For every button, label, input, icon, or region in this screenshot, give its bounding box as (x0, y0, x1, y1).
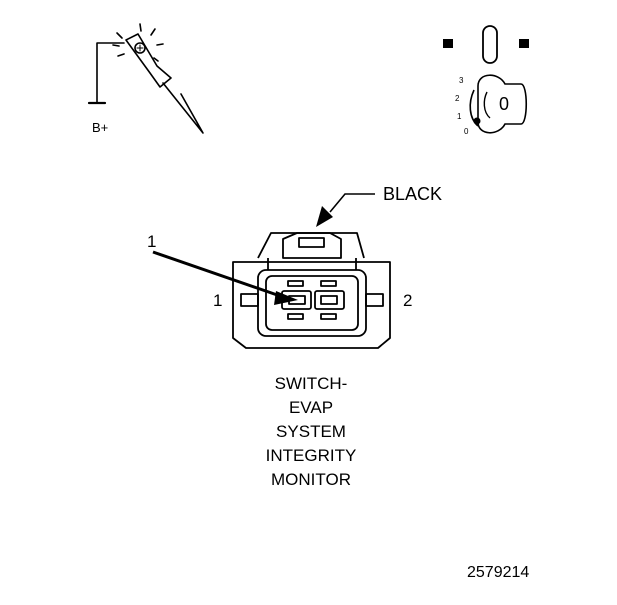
test-light-probe-icon (87, 23, 204, 134)
caption-line: SYSTEM (276, 422, 346, 441)
pin-callout-label: 1 (147, 232, 157, 251)
ignition-switch-icon (443, 25, 529, 134)
figure-number: 2579214 (467, 564, 530, 581)
pin-callout-leader-line (152, 250, 298, 305)
battery-supply-label: B+ (92, 120, 109, 135)
ignition-position-2: 2 (455, 94, 460, 103)
connector-housing (232, 232, 391, 349)
ignition-position-3: 3 (459, 76, 464, 85)
caption-line: EVAP (288, 398, 334, 417)
caption-line: INTEGRITY (265, 446, 357, 465)
caption-line: SWITCH- (274, 374, 348, 393)
color-leader-line (316, 193, 375, 227)
ignition-position-1: 1 (457, 112, 462, 121)
connector-color-label: BLACK (383, 184, 443, 204)
pin-2-label: 2 (403, 291, 413, 310)
ignition-position-0: 0 (464, 127, 469, 136)
caption-line: MONITOR (271, 470, 351, 489)
ignition-key-label: 0 (499, 94, 510, 114)
component-caption: SWITCH- EVAP SYSTEM INTEGRITY MONITOR (231, 372, 391, 492)
pin-1-label: 1 (213, 291, 223, 310)
